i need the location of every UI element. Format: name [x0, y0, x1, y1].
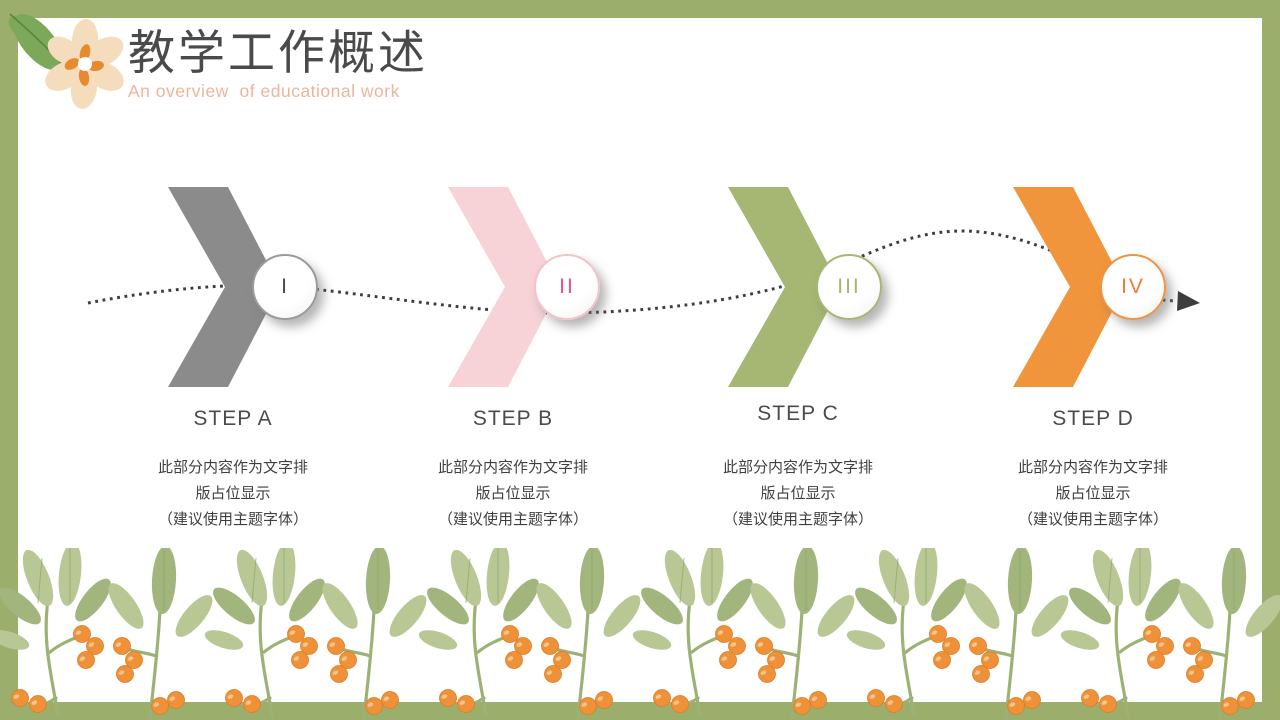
- step-body-text: 此部分内容作为文字排 版占位显示 （建议使用主题字体）: [83, 455, 383, 533]
- flower-icon: [8, 13, 124, 109]
- step-column-d: STEP D 此部分内容作为文字排 版占位显示 （建议使用主题字体）: [943, 407, 1243, 533]
- step-column-c: STEP C 此部分内容作为文字排 版占位显示 （建议使用主题字体）: [648, 402, 948, 533]
- body-line: 此部分内容作为文字排: [157, 459, 308, 476]
- body-line: （建议使用主题字体）: [722, 511, 873, 528]
- body-line: 此部分内容作为文字排: [437, 459, 588, 476]
- petals: [45, 19, 124, 109]
- body-line: 此部分内容作为文字排: [1017, 459, 1168, 476]
- body-line: 版占位显示: [195, 485, 271, 502]
- step-body-text: 此部分内容作为文字排 版占位显示 （建议使用主题字体）: [648, 455, 948, 533]
- step-circle-1: I: [252, 254, 318, 320]
- chevron-step-1: [168, 187, 280, 387]
- step-column-a: STEP A 此部分内容作为文字排 版占位显示 （建议使用主题字体）: [83, 407, 383, 533]
- title-block: 教学工作概述 An overview of educational work: [128, 26, 428, 102]
- step-label: STEP D: [1052, 407, 1134, 430]
- step-numeral-1: I: [281, 275, 289, 298]
- step-numeral-2: II: [559, 275, 575, 298]
- step-label: STEP C: [757, 402, 839, 425]
- arrow-head-icon: [1177, 291, 1200, 311]
- body-line: （建议使用主题字体）: [437, 511, 588, 528]
- body-line: 此部分内容作为文字排: [722, 459, 873, 476]
- step-circle-4: IV: [1100, 254, 1166, 320]
- flower-center: [64, 44, 104, 86]
- body-line: 版占位显示: [1055, 485, 1131, 502]
- body-line: （建议使用主题字体）: [157, 511, 308, 528]
- step-body-text: 此部分内容作为文字排 版占位显示 （建议使用主题字体）: [943, 455, 1243, 533]
- step-label: STEP B: [472, 407, 554, 430]
- page-subtitle: An overview of educational work: [128, 81, 400, 102]
- chevron-step-2: [448, 187, 560, 387]
- page-title: 教学工作概述: [128, 26, 428, 79]
- step-circle-3: III: [816, 254, 882, 320]
- step-numeral-3: III: [837, 275, 861, 298]
- chevron-step-4: [1013, 187, 1125, 387]
- step-label: STEP A: [193, 407, 273, 430]
- step-column-b: STEP B 此部分内容作为文字排 版占位显示 （建议使用主题字体）: [363, 407, 663, 533]
- step-numeral-4: IV: [1121, 275, 1145, 298]
- body-line: （建议使用主题字体）: [1017, 511, 1168, 528]
- step-body-text: 此部分内容作为文字排 版占位显示 （建议使用主题字体）: [363, 455, 663, 533]
- chevron-step-3: [728, 187, 840, 387]
- body-line: 版占位显示: [760, 485, 836, 502]
- step-circle-2: II: [534, 254, 600, 320]
- body-line: 版占位显示: [475, 485, 551, 502]
